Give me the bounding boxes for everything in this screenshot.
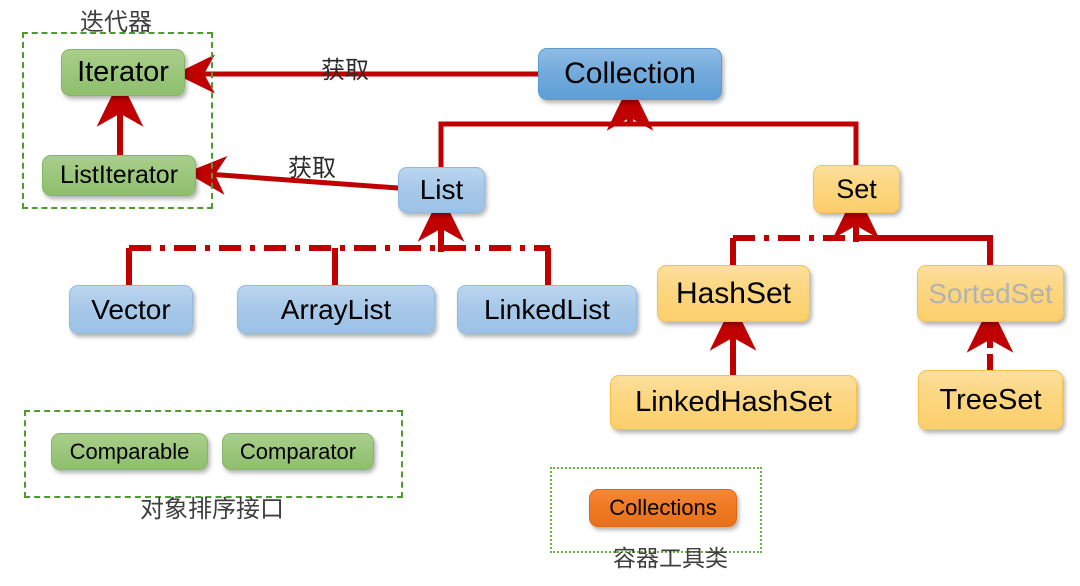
node-sortedset-label: SortedSet bbox=[928, 277, 1053, 309]
group-frame-iterator bbox=[22, 32, 213, 209]
node-list[interactable]: List bbox=[398, 167, 485, 213]
node-comparator-label: Comparator bbox=[239, 438, 357, 464]
node-sortedset[interactable]: SortedSet bbox=[917, 265, 1064, 322]
node-vector-label: Vector bbox=[91, 293, 171, 325]
node-listiterator-label: ListIterator bbox=[59, 161, 179, 189]
node-collections[interactable]: Collections bbox=[589, 489, 737, 527]
node-set-label: Set bbox=[836, 173, 877, 204]
node-linkedhashset-label: LinkedHashSet bbox=[635, 386, 832, 418]
node-comparator[interactable]: Comparator bbox=[222, 433, 374, 470]
group-caption-iterator: 迭代器 bbox=[80, 8, 152, 36]
node-list-label: List bbox=[419, 174, 464, 205]
node-iterator[interactable]: Iterator bbox=[61, 49, 185, 96]
node-collection-label: Collection bbox=[564, 57, 696, 90]
node-collections-label: Collections bbox=[609, 495, 717, 520]
group-caption-collections-utility: 容器工具类 bbox=[613, 546, 728, 572]
node-hashset[interactable]: HashSet bbox=[657, 265, 810, 322]
node-linkedhashset[interactable]: LinkedHashSet bbox=[610, 375, 857, 430]
node-arraylist-label: ArrayList bbox=[280, 293, 392, 325]
node-arraylist[interactable]: ArrayList bbox=[237, 285, 435, 334]
node-hashset-label: HashSet bbox=[675, 276, 792, 310]
node-collection[interactable]: Collection bbox=[538, 48, 722, 100]
node-listiterator[interactable]: ListIterator bbox=[42, 155, 196, 196]
edge-label-collection-to-iterator: 获取 bbox=[321, 56, 369, 84]
node-vector[interactable]: Vector bbox=[69, 285, 193, 334]
node-treeset-label: TreeSet bbox=[939, 383, 1042, 416]
node-comparable[interactable]: Comparable bbox=[51, 433, 208, 470]
node-iterator-label: Iterator bbox=[77, 56, 169, 88]
node-set[interactable]: Set bbox=[813, 165, 900, 213]
edge-hashset-to-set bbox=[730, 190, 880, 265]
node-comparable-label: Comparable bbox=[69, 438, 190, 464]
group-frame-object-sorting bbox=[24, 410, 403, 498]
node-linkedlist[interactable]: LinkedList bbox=[457, 285, 637, 334]
node-treeset[interactable]: TreeSet bbox=[918, 370, 1063, 430]
edge-list-set-to-collection bbox=[438, 82, 859, 167]
edge-list-implementors bbox=[126, 193, 551, 285]
edge-sortedset-to-set bbox=[856, 235, 993, 265]
group-frame-collections-utility bbox=[550, 467, 762, 553]
group-caption-object-sorting: 对象排序接口 bbox=[140, 495, 284, 523]
edge-label-list-to-listiterator: 获取 bbox=[288, 154, 336, 182]
node-linkedlist-label: LinkedList bbox=[483, 293, 611, 325]
